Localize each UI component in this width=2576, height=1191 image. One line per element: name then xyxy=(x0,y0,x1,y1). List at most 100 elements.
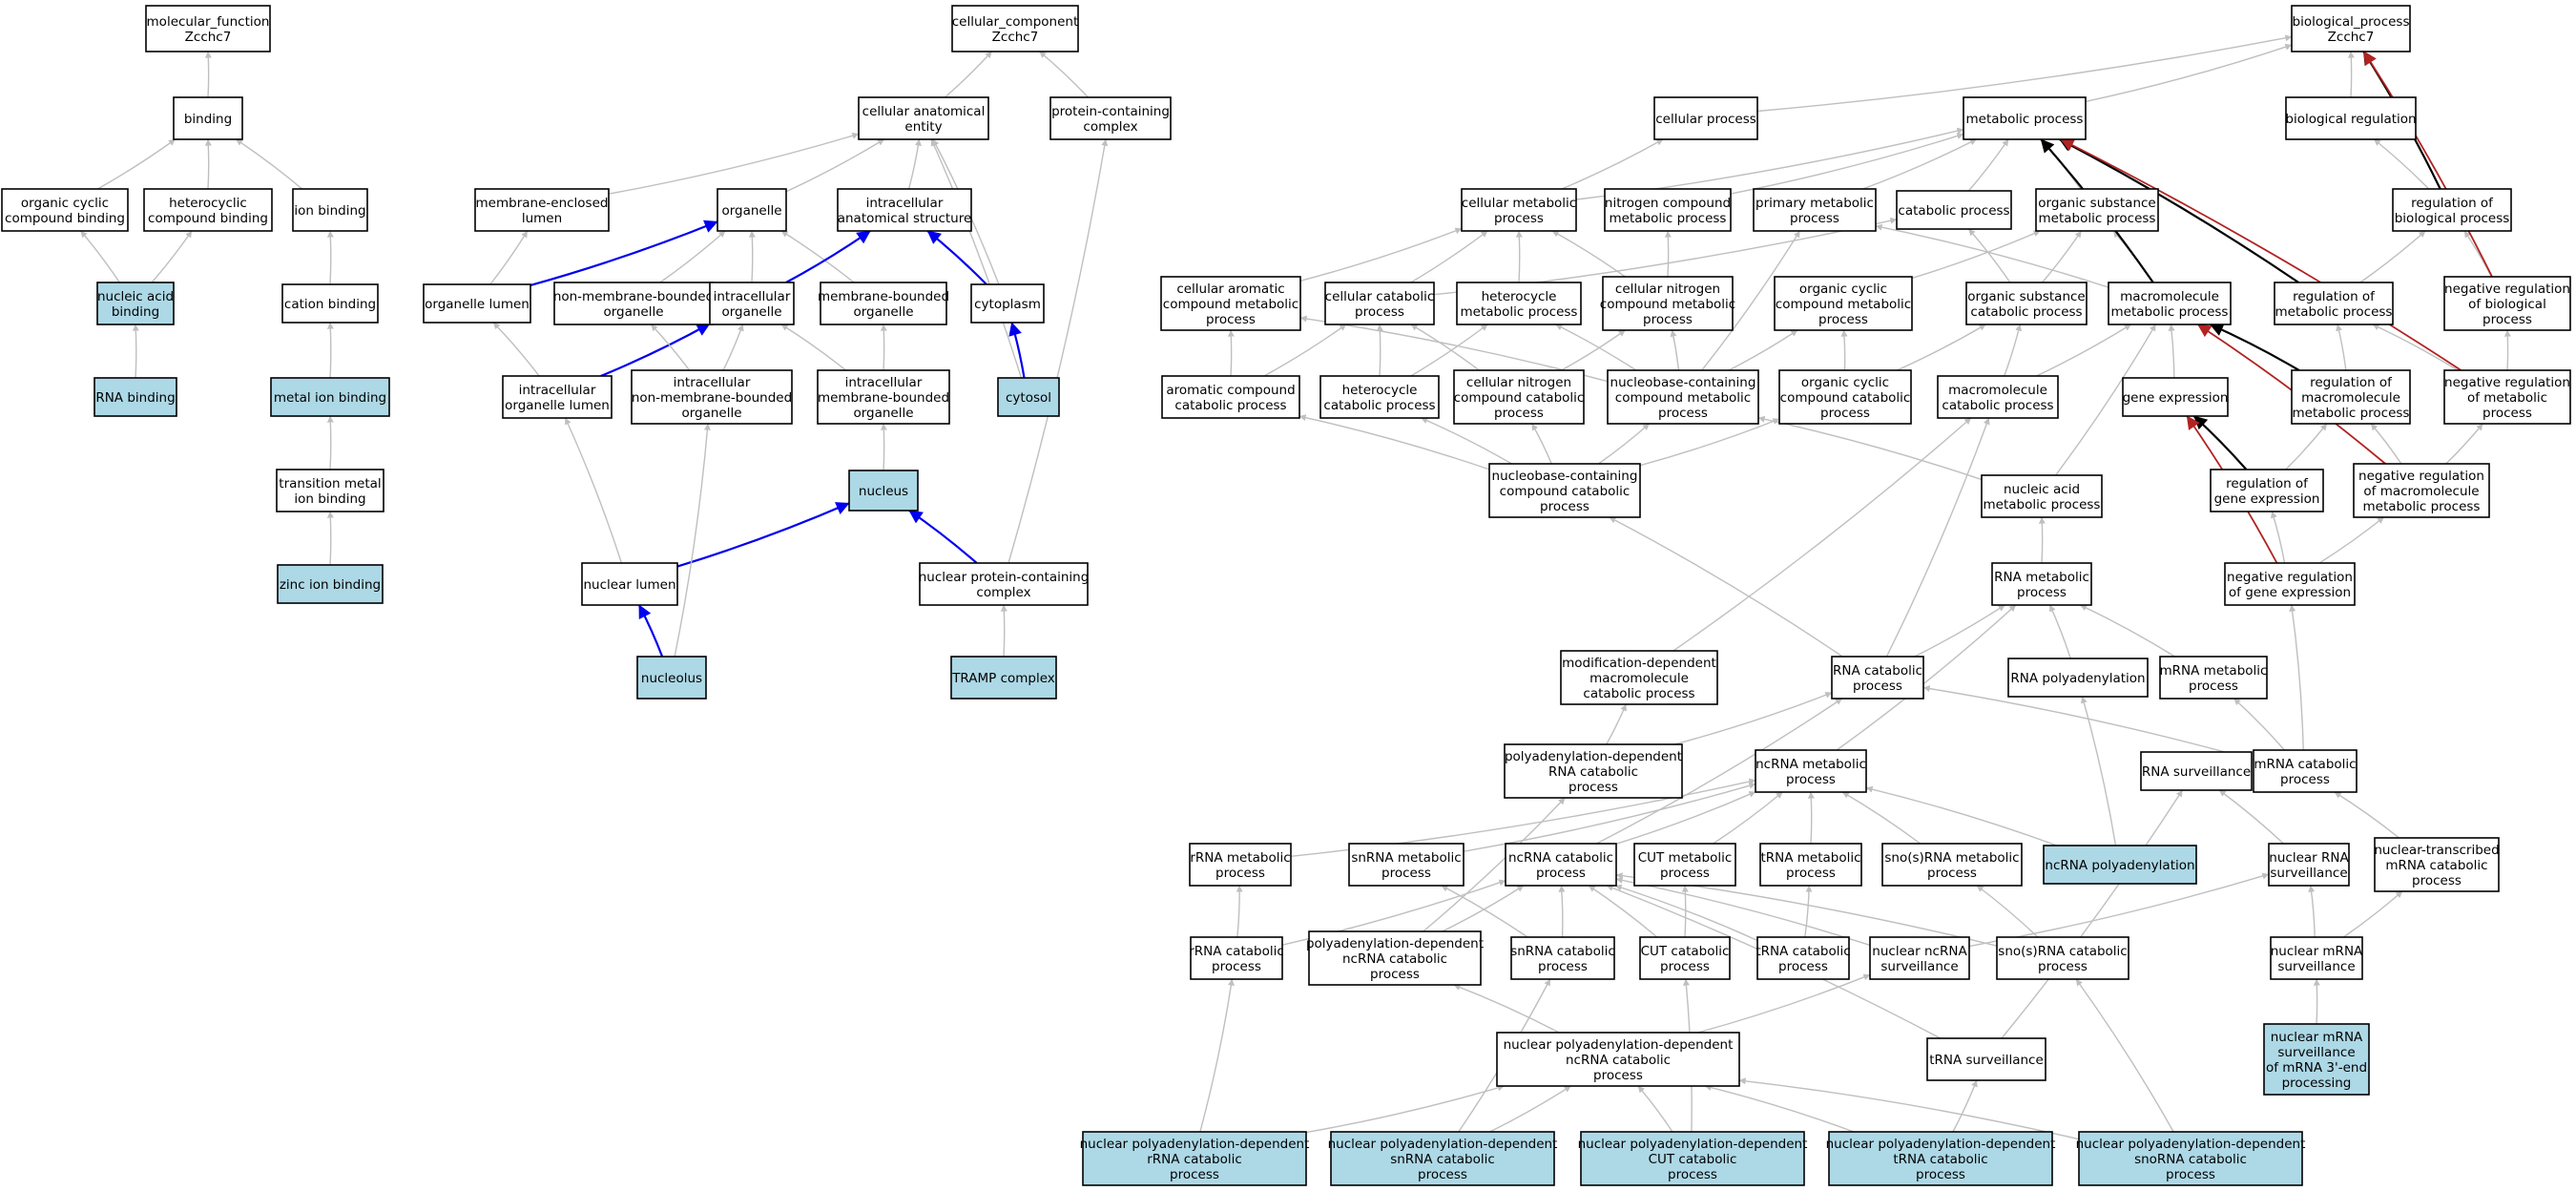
go-term-node-bioreg[interactable]: biological regulation xyxy=(2285,96,2417,140)
go-term-node-ncrnapa[interactable]: ncRNA polyadenylation xyxy=(2043,845,2197,885)
go-term-node-orglumen[interactable]: organelle lumen xyxy=(423,283,531,324)
go-term-label: nuclear ncRNA xyxy=(1872,944,1967,959)
go-term-node-cellproc[interactable]: cellular process xyxy=(1653,96,1758,140)
go-term-node-mdmcp[interactable]: modification-dependentmacromoleculecatab… xyxy=(1560,650,1718,705)
go-term-node-rnasurv[interactable]: RNA surveillance xyxy=(2140,751,2253,791)
go-term-node-metproc[interactable]: metabolic process xyxy=(1963,96,2087,140)
go-term-node-ionb[interactable]: ion binding xyxy=(292,188,368,232)
go-term-node-cytoplasm[interactable]: cytoplasm xyxy=(970,283,1045,324)
go-term-node-rnapa[interactable]: RNA polyadenylation xyxy=(2007,658,2149,698)
go-term-node-nucleolus[interactable]: nucleolus xyxy=(636,656,707,700)
go-term-node-catproc[interactable]: catabolic process xyxy=(1896,190,2012,230)
go-term-node-binding[interactable]: binding xyxy=(173,96,243,140)
go-term-node-rnab[interactable]: RNA binding xyxy=(93,377,177,417)
go-term-node-npdsnorna[interactable]: nuclear polyadenylation-dependentsnoRNA … xyxy=(2076,1131,2306,1186)
go-term-node-nlumen[interactable]: nuclear lumen xyxy=(581,562,678,606)
go-term-node-trnasurv[interactable]: tRNA surveillance xyxy=(1926,1037,2046,1081)
go-term-node-geneexp[interactable]: gene expression xyxy=(2122,377,2229,417)
go-term-box xyxy=(1560,650,1718,705)
go-term-node-organelle[interactable]: organelle xyxy=(717,188,787,232)
go-term-node-inmbo[interactable]: intracellularnon-membrane-boundedorganel… xyxy=(631,369,793,425)
go-term-node-tramp[interactable]: TRAMP complex xyxy=(950,656,1057,700)
go-term-node-cationb[interactable]: cation binding xyxy=(281,283,379,324)
go-term-node-cytosol[interactable]: cytosol xyxy=(997,377,1060,417)
go-term-node-zincb[interactable]: zinc ion binding xyxy=(277,564,384,604)
go-term-node-metalb[interactable]: metal ion binding xyxy=(270,377,390,417)
go-term-node-nucleus[interactable]: nucleus xyxy=(848,470,919,512)
